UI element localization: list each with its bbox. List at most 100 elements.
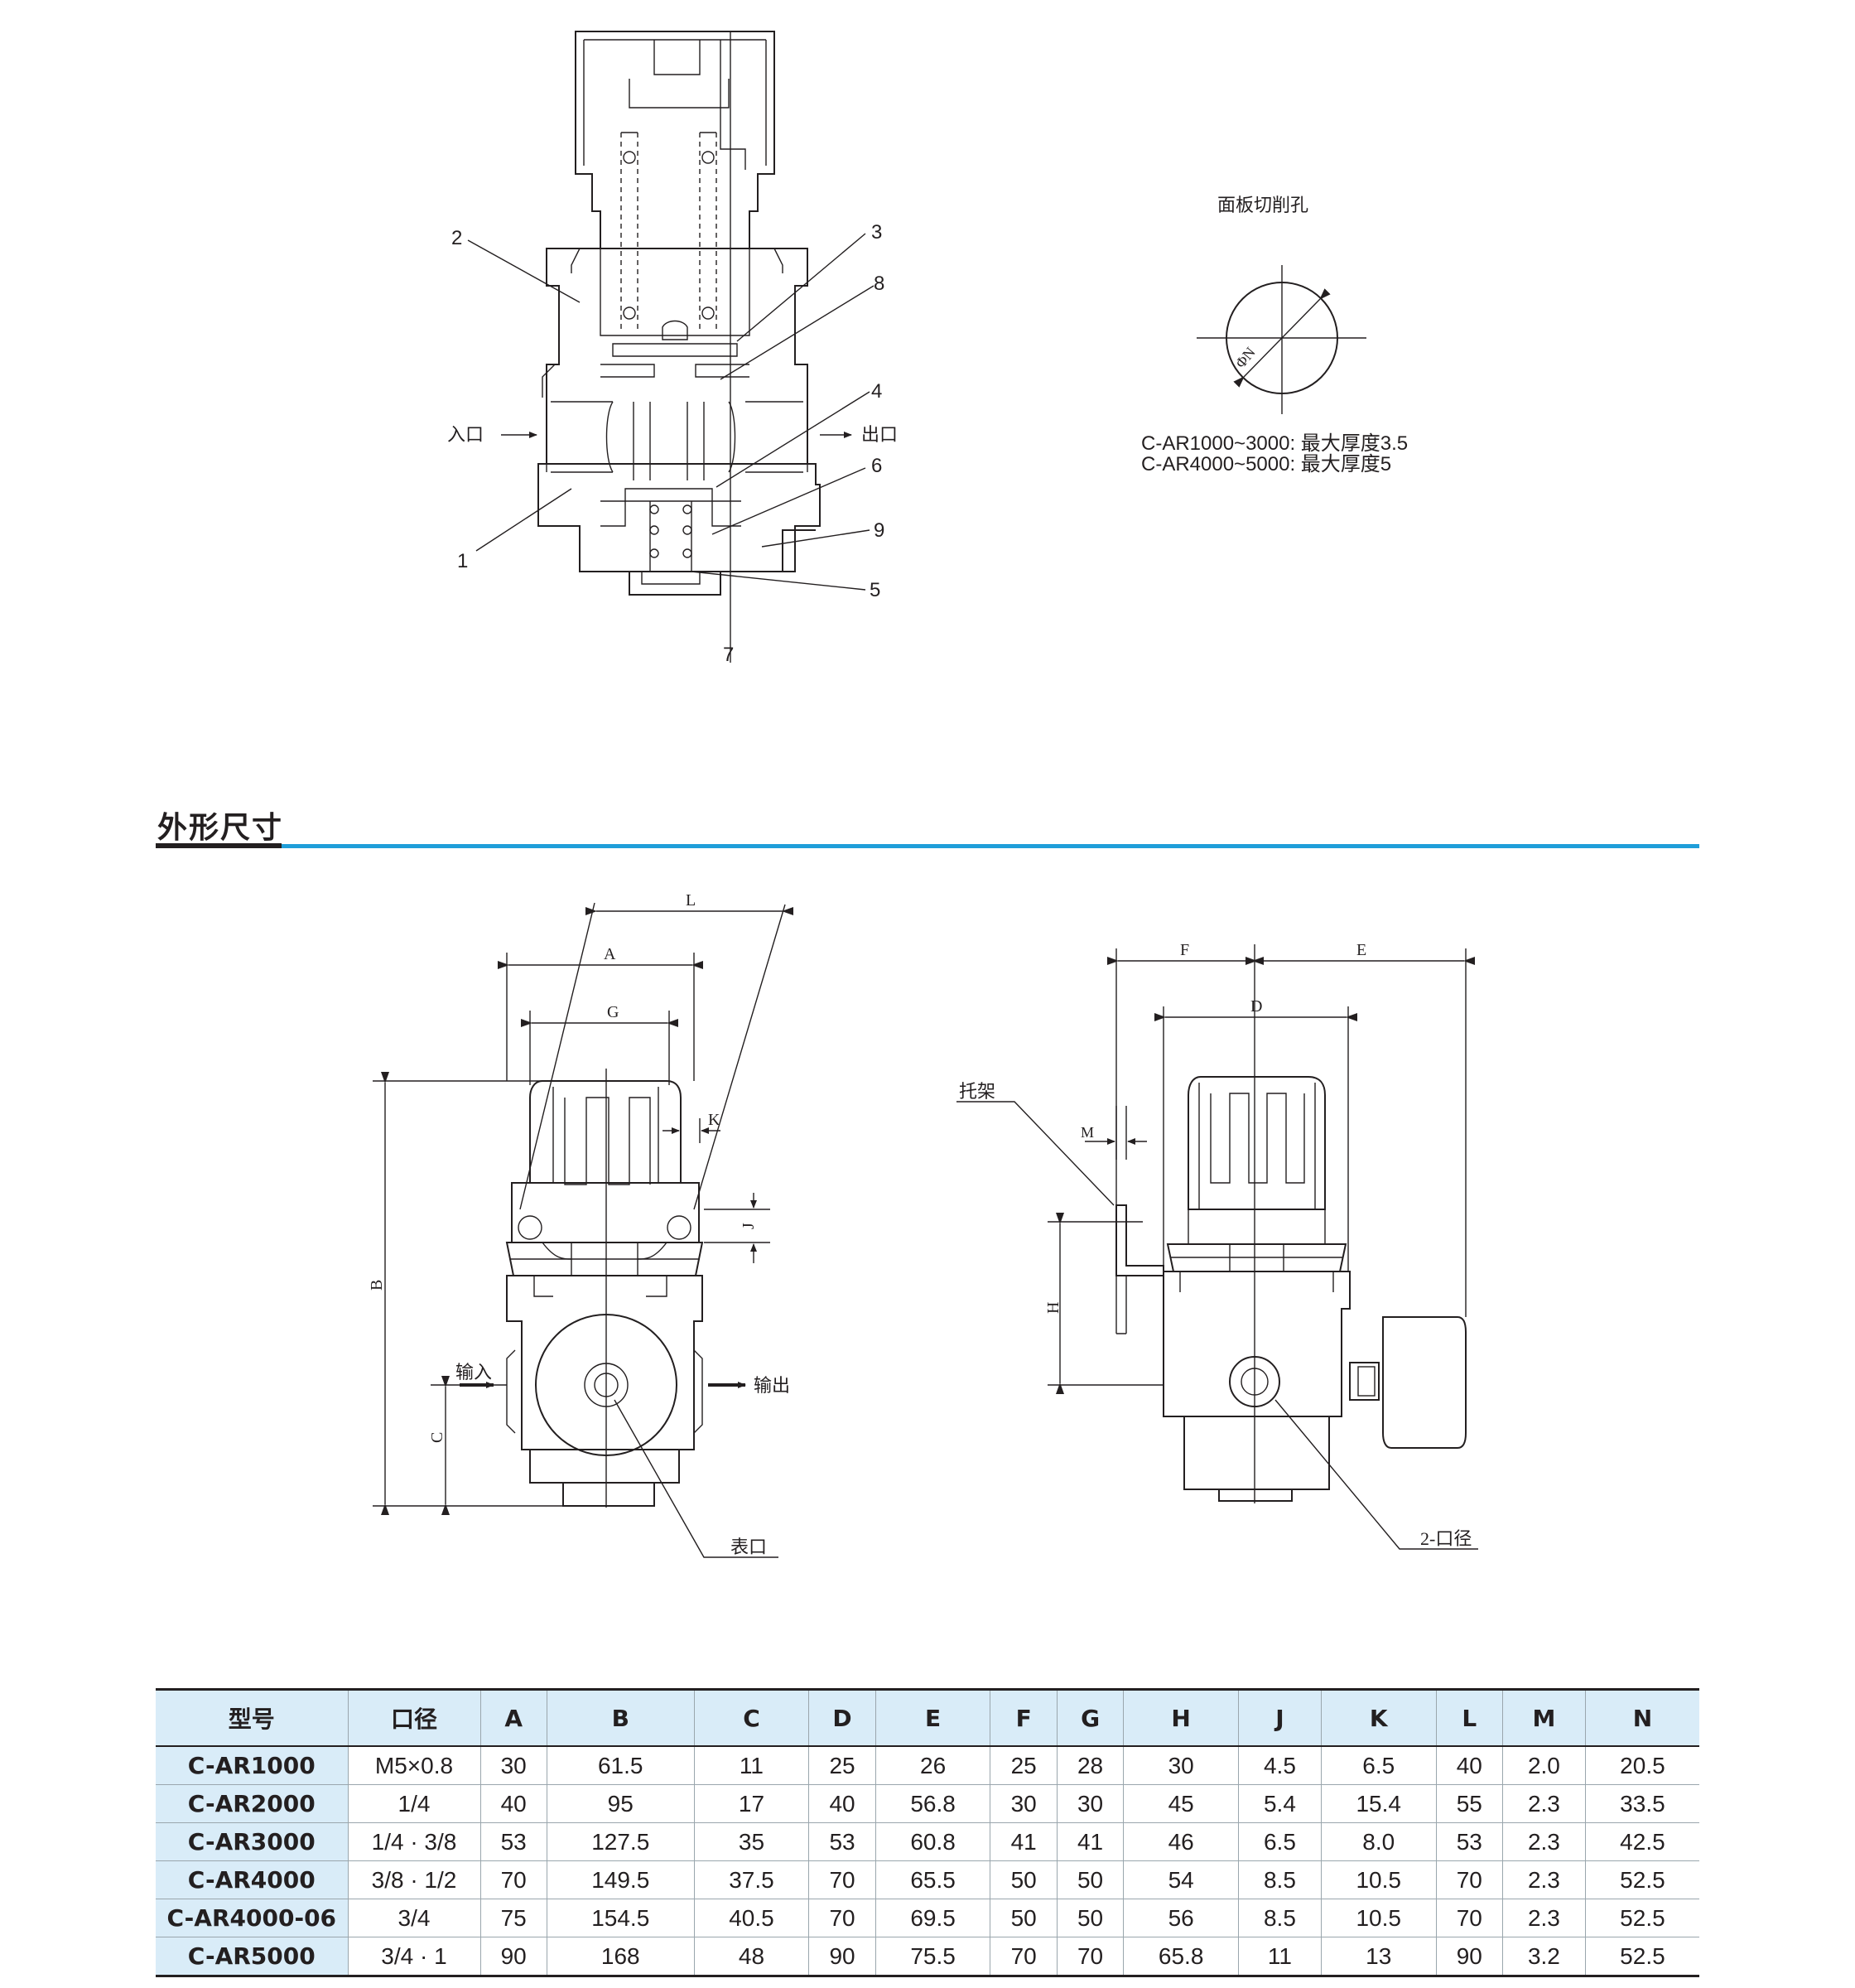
table-row: C-AR1000 M5×0.8 30 61.5 11 25 26 25 28 3… xyxy=(156,1746,1699,1785)
dim-F: F xyxy=(1180,941,1189,959)
outlet-label: 出口 xyxy=(861,424,898,445)
cell: 40.5 xyxy=(693,1899,809,1937)
table-row: C-AR5000 3/4 · 1 90 168 48 90 75.5 70 70… xyxy=(156,1937,1699,1977)
cell: 54 xyxy=(1123,1860,1239,1899)
cell: 40 xyxy=(808,1784,876,1823)
cell-model: C-AR2000 xyxy=(156,1784,348,1823)
cell: 154.5 xyxy=(546,1899,695,1937)
cell: 69.5 xyxy=(874,1899,990,1937)
inlet-label: 入口 xyxy=(447,424,484,445)
cell: 25 xyxy=(990,1746,1058,1785)
table-row: C-AR2000 1/4 40 95 17 40 56.8 30 30 45 5… xyxy=(156,1784,1699,1823)
cell-model: C-AR1000 xyxy=(156,1746,348,1785)
output-label: 输出 xyxy=(754,1375,790,1396)
cell: 2.3 xyxy=(1502,1899,1586,1937)
cell: 60.8 xyxy=(874,1822,990,1861)
cell: 90 xyxy=(479,1937,547,1977)
cell: M5×0.8 xyxy=(347,1746,480,1785)
header-E: E xyxy=(874,1688,990,1747)
cell-model: C-AR4000-06 xyxy=(156,1899,348,1937)
cell: 3/4 xyxy=(347,1899,480,1937)
cell: 6.5 xyxy=(1238,1822,1322,1861)
cell: 41 xyxy=(990,1822,1058,1861)
cell: 70 xyxy=(808,1899,876,1937)
cell: 33.5 xyxy=(1584,1784,1699,1823)
panel-note-2: C-AR4000~5000: 最大厚度5 xyxy=(1141,453,1391,475)
cell: 65.5 xyxy=(874,1860,990,1899)
cell: 20.5 xyxy=(1584,1746,1699,1785)
cell: 70 xyxy=(990,1937,1058,1977)
title-underline-blue xyxy=(282,844,1699,848)
callout-7: 7 xyxy=(723,644,734,666)
cell: 75.5 xyxy=(874,1937,990,1977)
cell: 70 xyxy=(808,1860,876,1899)
cell: 37.5 xyxy=(693,1860,809,1899)
cell: 53 xyxy=(1435,1822,1503,1861)
cell: 75 xyxy=(479,1899,547,1937)
callout-4: 4 xyxy=(871,380,882,403)
cell: 48 xyxy=(693,1937,809,1977)
cell: 42.5 xyxy=(1584,1822,1699,1861)
cell: 30 xyxy=(1056,1784,1124,1823)
dim-H: H xyxy=(1044,1302,1062,1314)
callout-6: 6 xyxy=(871,455,882,477)
table-row: C-AR4000 3/8 · 1/2 70 149.5 37.5 70 65.5… xyxy=(156,1860,1699,1899)
cell: 50 xyxy=(1056,1860,1124,1899)
cell: 53 xyxy=(808,1822,876,1861)
cell: 8.5 xyxy=(1238,1899,1322,1937)
dim-C: C xyxy=(428,1432,446,1443)
cell: 4.5 xyxy=(1238,1746,1322,1785)
cell: 149.5 xyxy=(546,1860,695,1899)
cell: 50 xyxy=(990,1899,1058,1937)
cell: 1/4 · 3/8 xyxy=(347,1822,480,1861)
cell: 11 xyxy=(1238,1937,1322,1977)
cell: 17 xyxy=(693,1784,809,1823)
cell: 52.5 xyxy=(1584,1899,1699,1937)
cell: 35 xyxy=(693,1822,809,1861)
cell: 11 xyxy=(693,1746,809,1785)
dim-J: J xyxy=(740,1223,758,1229)
cell: 56 xyxy=(1123,1899,1239,1937)
cell: 52.5 xyxy=(1584,1860,1699,1899)
callout-5: 5 xyxy=(870,579,880,601)
cell: 40 xyxy=(479,1784,547,1823)
cell: 46 xyxy=(1123,1822,1239,1861)
cell: 2.3 xyxy=(1502,1860,1586,1899)
cell: 30 xyxy=(1123,1746,1239,1785)
port-label: 2-口径 xyxy=(1420,1528,1472,1549)
cell-model: C-AR3000 xyxy=(156,1822,348,1861)
cell: 90 xyxy=(808,1937,876,1977)
dim-K: K xyxy=(708,1111,720,1129)
header-F: F xyxy=(990,1688,1058,1747)
header-L: L xyxy=(1435,1688,1503,1747)
cell: 10.5 xyxy=(1320,1860,1437,1899)
header-G: G xyxy=(1056,1688,1124,1747)
cell: 15.4 xyxy=(1320,1784,1437,1823)
dim-E: E xyxy=(1356,941,1366,959)
cell: 50 xyxy=(1056,1899,1124,1937)
header-C: C xyxy=(693,1688,809,1747)
cell: 95 xyxy=(546,1784,695,1823)
header-J: J xyxy=(1238,1688,1322,1747)
cell: 50 xyxy=(990,1860,1058,1899)
header-D: D xyxy=(808,1688,876,1747)
cell: 28 xyxy=(1056,1746,1124,1785)
header-H: H xyxy=(1123,1688,1239,1747)
header-K: K xyxy=(1320,1688,1437,1747)
cell: 52.5 xyxy=(1584,1937,1699,1977)
bracket-label: 托架 xyxy=(959,1081,995,1102)
callout-8: 8 xyxy=(874,273,884,295)
callout-9: 9 xyxy=(874,519,884,542)
cell: 40 xyxy=(1435,1746,1503,1785)
cell: 70 xyxy=(1435,1860,1503,1899)
cell: 2.0 xyxy=(1502,1746,1586,1785)
cell: 56.8 xyxy=(874,1784,990,1823)
cell: 8.0 xyxy=(1320,1822,1437,1861)
dim-G: G xyxy=(607,1003,619,1021)
table-row: C-AR3000 1/4 · 3/8 53 127.5 35 53 60.8 4… xyxy=(156,1822,1699,1861)
cell: 25 xyxy=(808,1746,876,1785)
cell: 70 xyxy=(1056,1937,1124,1977)
dimensions-table: 型号 口径 A B C D E F G H J K L M N C-AR1000… xyxy=(156,1688,1699,1977)
cell: 6.5 xyxy=(1320,1746,1437,1785)
